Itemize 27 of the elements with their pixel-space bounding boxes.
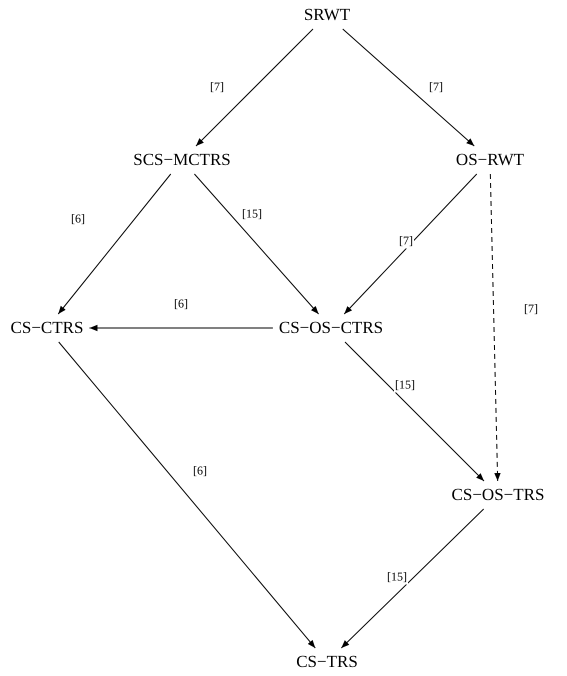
arrow bbox=[340, 508, 484, 648]
edge-label: [7] bbox=[209, 80, 225, 94]
edge-label: [6] bbox=[192, 464, 208, 478]
edge-label: [6] bbox=[70, 212, 86, 226]
edge-label: [7] bbox=[398, 234, 414, 248]
edge-label: [15] bbox=[394, 378, 416, 392]
node-label: CS−TRS bbox=[293, 651, 361, 673]
arrow bbox=[58, 342, 316, 648]
arrow bbox=[490, 174, 501, 482]
edge-label: [15] bbox=[241, 206, 263, 222]
node-label: OS−RWT bbox=[452, 149, 528, 171]
node-label: SRWT bbox=[300, 4, 354, 26]
edge-label: [7] bbox=[523, 302, 539, 316]
edge-label: [7] bbox=[428, 80, 444, 94]
arrow bbox=[196, 28, 314, 146]
arrow bbox=[344, 342, 484, 482]
arrow bbox=[342, 28, 475, 146]
arrow bbox=[194, 174, 320, 314]
node-label: SCS−MCTRS bbox=[130, 149, 234, 171]
edge-label: [15] bbox=[386, 570, 408, 584]
node-label: CS−CTRS bbox=[8, 317, 86, 339]
arrow bbox=[344, 174, 478, 314]
node-label: CS−OS−TRS bbox=[448, 484, 548, 506]
arrow bbox=[58, 174, 172, 314]
node-label: CS−OS−CTRS bbox=[276, 317, 386, 339]
edge-label: [6] bbox=[173, 296, 189, 312]
arrow bbox=[88, 324, 274, 332]
